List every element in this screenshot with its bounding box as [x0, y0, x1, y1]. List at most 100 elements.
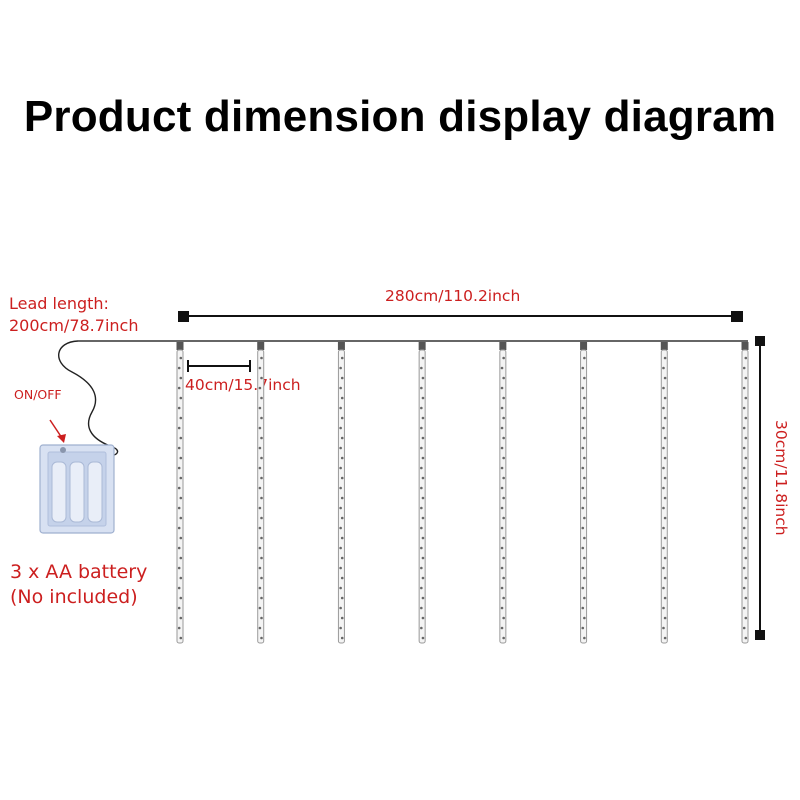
led-dot [177, 446, 181, 450]
tube-body [499, 349, 507, 644]
meteor-tube [418, 342, 426, 644]
power-switch-icon [60, 447, 66, 453]
led-dot [421, 516, 425, 520]
led-dot [258, 566, 262, 570]
led-dot [339, 566, 342, 570]
led-dot [663, 436, 667, 440]
led-dot [420, 606, 423, 610]
led-dot [500, 546, 504, 550]
meteor-tube [499, 342, 507, 644]
height-dimension-line [755, 336, 765, 640]
led-dot [420, 566, 423, 570]
led-dot [258, 366, 262, 370]
led-dot [502, 496, 505, 500]
tube-cap [499, 342, 507, 350]
led-dot [260, 416, 263, 420]
tube-cap [257, 342, 265, 350]
led-dot [662, 586, 665, 590]
led-dot [179, 576, 183, 580]
tube-cap [660, 342, 668, 350]
meteor-tube [176, 342, 184, 644]
led-dot [663, 396, 667, 400]
led-dot [583, 476, 586, 480]
led-dot [420, 506, 423, 510]
led-dot [339, 406, 342, 410]
led-dot [340, 536, 344, 540]
led-dot [260, 396, 263, 400]
led-dot [258, 606, 262, 610]
led-dot [420, 366, 423, 370]
led-dot [421, 376, 425, 380]
battery-label: 3 x AA battery (No included) [10, 560, 147, 610]
led-dot [502, 516, 505, 520]
led-dot [500, 506, 504, 510]
led-dot [260, 636, 263, 640]
led-dot [581, 606, 585, 610]
led-dot [177, 586, 181, 590]
led-dot [339, 626, 342, 630]
meteor-tube [257, 342, 265, 644]
led-dot [421, 556, 425, 560]
led-dot [339, 426, 342, 430]
led-dot [177, 506, 181, 510]
led-dot [744, 516, 748, 520]
led-dot [258, 486, 262, 490]
led-dot [662, 526, 665, 530]
led-dot [339, 366, 342, 370]
led-dot [744, 356, 748, 360]
led-dot [742, 366, 746, 370]
spacing-dimension-line [187, 360, 251, 372]
led-dot [179, 456, 183, 460]
led-dot [420, 626, 423, 630]
led-dot [179, 616, 183, 620]
tube-body [741, 349, 749, 644]
meteor-tube [580, 342, 588, 644]
led-dot [744, 376, 748, 380]
led-dot [502, 636, 505, 640]
led-dot [662, 406, 665, 410]
led-dot [744, 596, 748, 600]
led-dot [340, 396, 344, 400]
led-dot [742, 486, 746, 490]
led-dot [177, 486, 181, 490]
total-width-label: 280cm/110.2inch [385, 287, 521, 305]
led-dot [420, 386, 423, 390]
meteor-tube [337, 342, 345, 644]
led-dot [258, 426, 262, 430]
width-end-cap-left [178, 311, 189, 322]
led-dot [179, 596, 183, 600]
battery-label-line1: 3 x AA battery [10, 561, 148, 583]
led-dot [179, 416, 183, 420]
led-dot [177, 366, 181, 370]
led-dot [420, 426, 423, 430]
led-dot [742, 526, 746, 530]
led-dot [177, 526, 181, 530]
meteor-tubes [176, 342, 749, 644]
tube-body [418, 349, 426, 644]
led-dot [502, 596, 505, 600]
led-dot [260, 456, 263, 460]
width-end-cap-right [731, 311, 743, 322]
led-dot [742, 626, 746, 630]
led-dot [258, 626, 262, 630]
led-dot [179, 396, 183, 400]
led-dot [500, 426, 504, 430]
led-dot [662, 626, 665, 630]
tube-body [660, 349, 668, 644]
tube-cap [741, 342, 749, 350]
led-dot [583, 596, 586, 600]
led-dot [581, 526, 585, 530]
lead-length-label-line1: Lead length: [9, 294, 109, 313]
on-off-label: ON/OFF [14, 387, 62, 402]
led-dot [663, 576, 667, 580]
led-dot [179, 436, 183, 440]
led-dot [340, 616, 344, 620]
lead-length-label-line2: 200cm/78.7inch [9, 316, 139, 335]
led-dot [500, 446, 504, 450]
led-dot [179, 496, 183, 500]
led-dot [744, 576, 748, 580]
led-dot [583, 496, 586, 500]
led-dot [581, 446, 585, 450]
led-dot [744, 636, 748, 640]
led-dot [744, 436, 748, 440]
